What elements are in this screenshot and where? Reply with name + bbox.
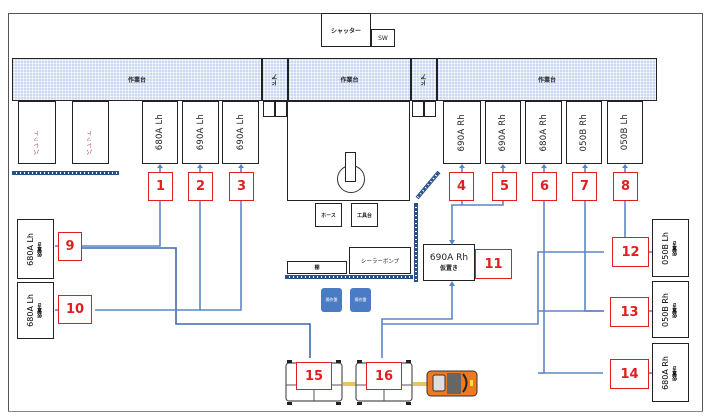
sealing-pump-box: シーラーボンプ	[349, 247, 411, 274]
robot-arm-icon	[345, 152, 356, 182]
badge-14[interactable]: 14	[610, 359, 649, 389]
rail-vertical	[414, 203, 418, 282]
badge-number: 14	[620, 366, 639, 382]
badge-11[interactable]: 11	[475, 249, 512, 279]
link-16-11	[381, 283, 453, 358]
station-3[interactable]: 690A Lh	[222, 101, 259, 164]
badge-number: 11	[484, 256, 503, 272]
workbench-center-label: 作業台	[340, 77, 359, 84]
rail-left	[12, 171, 119, 175]
badge-number: 9	[65, 239, 75, 254]
badge-number: 13	[620, 304, 639, 320]
tool-box: 工具台	[351, 203, 378, 227]
badge-number: 12	[621, 244, 640, 260]
badge-number: 4	[456, 179, 467, 194]
door-post	[275, 101, 287, 117]
door-left: ドア	[262, 58, 288, 101]
shutter-label: シャッター	[330, 27, 361, 35]
badge-6[interactable]: 6	[532, 172, 557, 201]
workbench-right: 作業台	[437, 58, 657, 101]
cart-coupler	[343, 382, 357, 386]
door-post	[263, 101, 275, 117]
floor-line	[8, 411, 703, 412]
badge-number: 6	[539, 179, 550, 194]
station-11-label: 690A Rh	[429, 253, 469, 263]
badge-4[interactable]: 4	[449, 172, 474, 201]
station-1[interactable]: 680A Lh	[142, 101, 178, 164]
link-6-14	[543, 200, 603, 374]
shelf-box: 棚	[287, 261, 347, 274]
workbench-left-label: 作業台	[127, 77, 146, 84]
link-4-11	[451, 200, 463, 242]
station-2[interactable]: 690A Lh	[182, 101, 219, 164]
sealing-pump-label: シーラーボンプ	[360, 258, 400, 265]
badge-10[interactable]: 10	[58, 295, 92, 324]
badge-16[interactable]: 16	[366, 362, 402, 390]
badge-5[interactable]: 5	[492, 172, 517, 201]
workbench-left: 作業台	[12, 58, 262, 101]
link-3-10	[200, 200, 242, 311]
station-11[interactable]: 690A Rh 仮置き	[423, 244, 475, 281]
control-panel-button-2[interactable]: 操作盤	[350, 288, 371, 312]
badge-2[interactable]: 2	[188, 172, 213, 201]
badge-number: 8	[620, 179, 631, 194]
station-6[interactable]: 680A Rh	[525, 101, 562, 164]
door-right: ドア	[411, 58, 437, 101]
link-1-9	[81, 200, 161, 247]
pallet-2: パレット	[72, 101, 109, 164]
control-panel-label: 操作盤	[325, 297, 338, 302]
badge-number: 7	[579, 179, 590, 194]
badge-number: 16	[374, 368, 394, 384]
badge-number: 1	[155, 179, 166, 194]
badge-number: 3	[236, 179, 247, 194]
station-11-sublabel: 仮置き	[439, 265, 458, 272]
badge-number: 15	[304, 368, 324, 384]
tool-label: 工具台	[356, 212, 372, 219]
station-8[interactable]: 050B Lh	[607, 101, 643, 164]
sw-label: SW	[378, 34, 388, 42]
shutter-box: シャッター	[321, 13, 371, 47]
hose-label: ホース	[321, 212, 336, 219]
badge-7[interactable]: 7	[572, 172, 597, 201]
cart-15[interactable]: 15	[285, 360, 343, 406]
badge-1[interactable]: 1	[148, 172, 173, 201]
badge-12[interactable]: 12	[612, 237, 649, 267]
badge-9[interactable]: 9	[58, 232, 82, 261]
badge-number: 2	[195, 179, 206, 194]
cart-coupler	[413, 382, 427, 386]
badge-3[interactable]: 3	[229, 172, 254, 201]
badge-8[interactable]: 8	[613, 172, 638, 201]
station-5[interactable]: 690A Rh	[485, 101, 521, 164]
door-post	[424, 101, 436, 117]
link-12-bus	[382, 251, 604, 325]
link-9-15	[81, 247, 311, 358]
link-2-10	[95, 200, 201, 311]
tug-icon	[426, 370, 478, 397]
badge-number: 5	[499, 179, 510, 194]
badge-13[interactable]: 13	[610, 297, 649, 327]
control-panel-button-1[interactable]: 操作盤	[321, 288, 342, 312]
cart-16[interactable]: 16	[355, 360, 413, 406]
badge-15[interactable]: 15	[296, 362, 332, 390]
badge-number: 10	[65, 302, 85, 317]
station-4[interactable]: 690A Rh	[443, 101, 481, 164]
workbench-right-label: 作業台	[537, 77, 556, 84]
sw-box: SW	[371, 29, 395, 47]
station-7[interactable]: 050B Rh	[566, 101, 602, 164]
tug-vehicle[interactable]	[426, 370, 478, 397]
shelf-label: 棚	[314, 265, 320, 271]
control-panel-label: 操作盤	[354, 297, 367, 302]
hose-box: ホース	[315, 203, 342, 227]
pallet-1: パレット	[18, 101, 56, 164]
workbench-center: 作業台	[288, 58, 411, 101]
rail-horizontal	[285, 275, 413, 279]
link-7-13	[584, 200, 604, 312]
door-post	[412, 101, 424, 117]
